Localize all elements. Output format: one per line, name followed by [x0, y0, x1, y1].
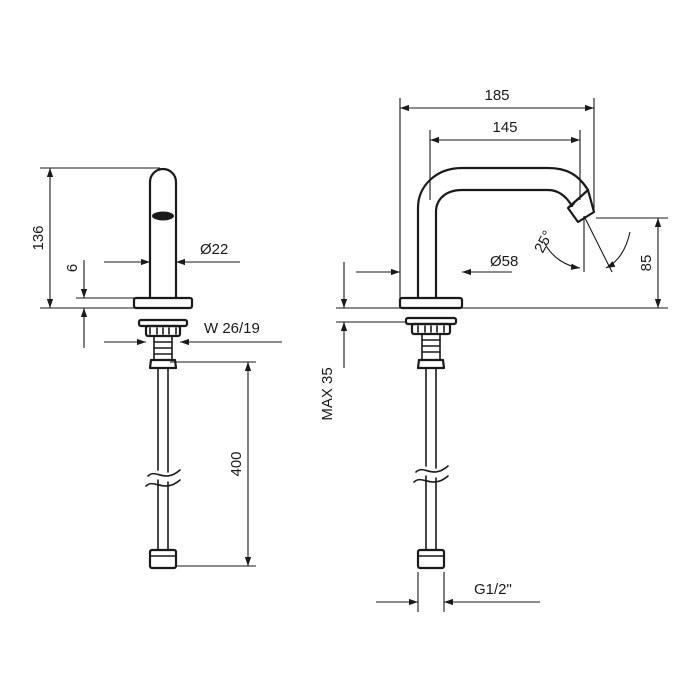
dim-spout-reach-label: 145: [492, 119, 517, 136]
front-view: [398, 166, 596, 570]
front-spout-outer: [416, 166, 590, 300]
front-dimensions: 185 145 25° 85 Ø58 MAX 35 G1/2": [319, 87, 668, 612]
dim-angle-label: 25°: [531, 228, 557, 256]
dim-left-height-label: 136: [30, 225, 47, 250]
side-flexible-hose: [157, 367, 169, 551]
front-outlet-tip: [566, 188, 596, 224]
side-dimensions: 136 6 Ø22 W 26/19 400: [30, 167, 282, 567]
side-hose-fitting-bottom: [148, 548, 178, 570]
dim-left-base-label: 6: [64, 264, 81, 272]
dim-outlet-height-label: 85: [638, 255, 655, 272]
side-hose-break-symbol: [145, 469, 181, 487]
side-hose-fitting-top: [148, 358, 178, 370]
front-hose-fitting-top: [416, 358, 446, 370]
side-view: [132, 167, 194, 570]
dim-hose-length-label: 400: [228, 451, 245, 476]
dim-spout-diameter-label: Ø22: [200, 241, 228, 258]
front-hose-break-symbol: [413, 465, 449, 483]
front-base-plate: [398, 296, 464, 310]
side-base-plate: [132, 296, 194, 310]
dim-base-diameter-label: Ø58: [490, 253, 518, 270]
side-aerator-outlet: [152, 211, 174, 221]
front-threaded-shank: [421, 333, 441, 361]
side-spout-body: [148, 167, 178, 300]
front-hose-fitting-bottom: [416, 548, 446, 570]
dim-overall-width-label: 185: [484, 87, 509, 104]
dim-wrench-label: W 26/19: [204, 320, 260, 337]
front-spout-inner: [434, 188, 574, 300]
dim-max-thickness-label: MAX 35: [319, 367, 336, 420]
dim-thread-label: G1/2": [474, 581, 512, 598]
front-flexible-hose: [425, 367, 437, 551]
